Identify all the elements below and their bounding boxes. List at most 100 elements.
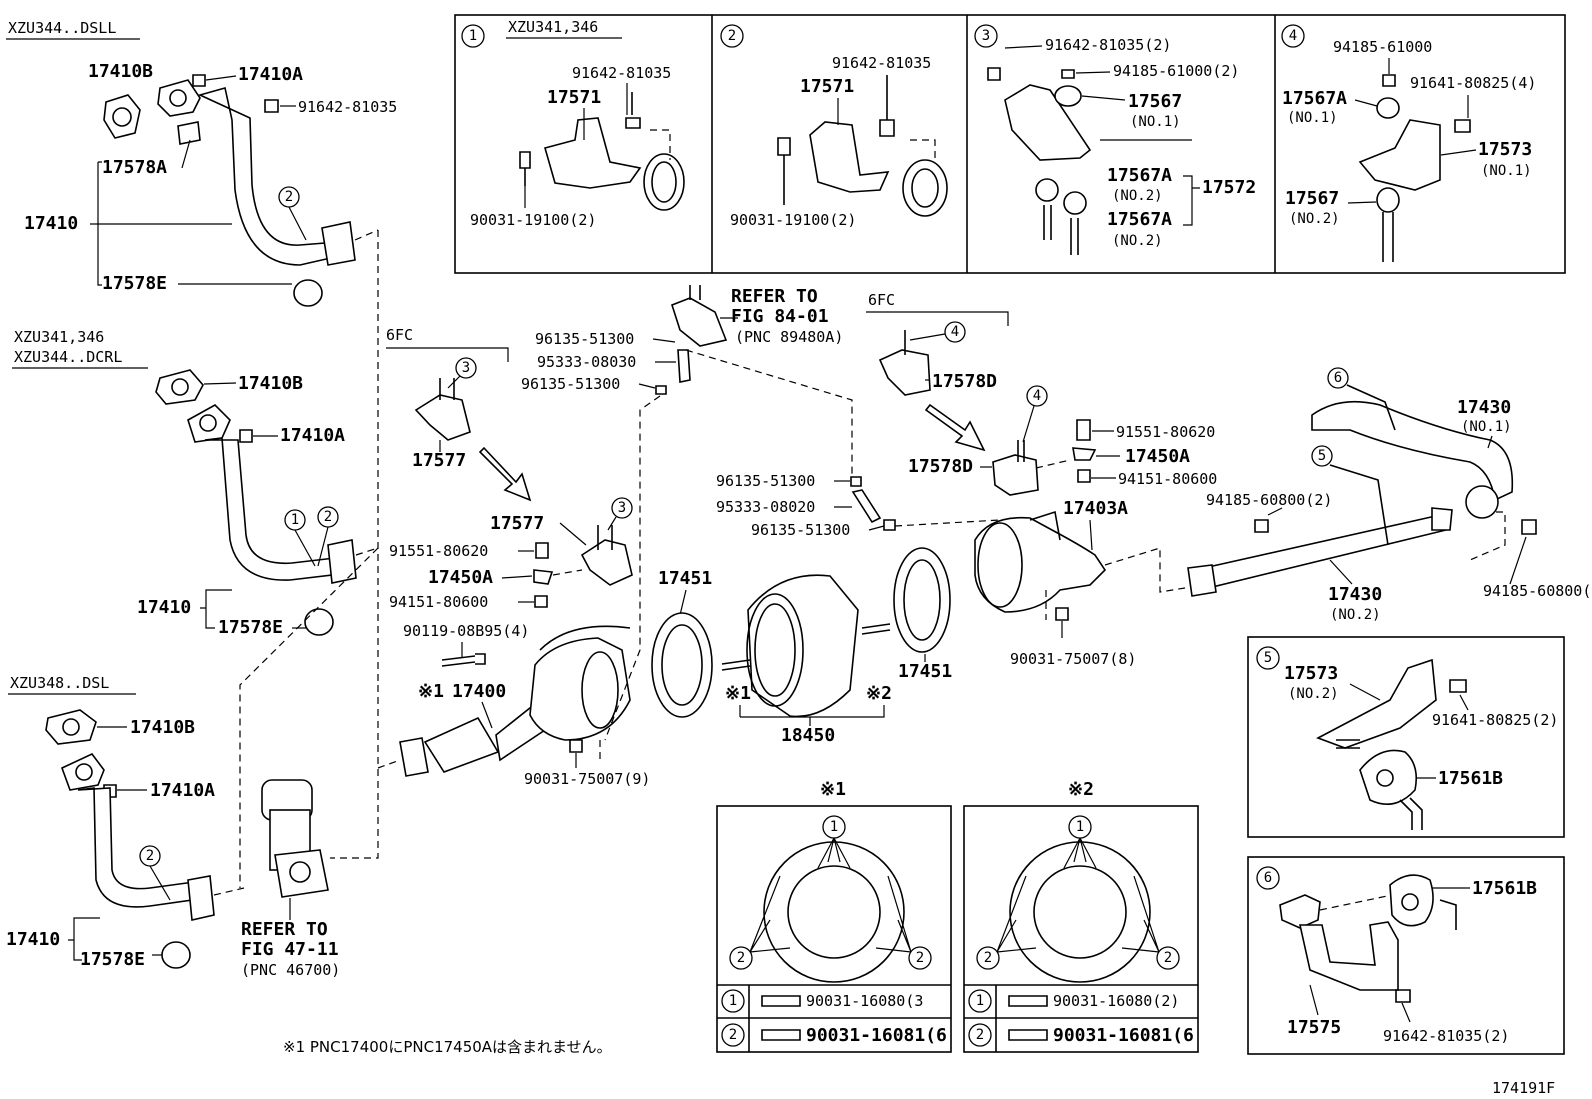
part-number: 18450 xyxy=(781,725,835,746)
part-number: 95333-08020 xyxy=(716,498,815,516)
hanger-bracket xyxy=(1299,921,1399,991)
bracket-17578D-area: 6FC 4 17578D 17578D 4 91551-80620 17450A… xyxy=(866,291,1217,668)
tail-pipe-no1 xyxy=(1311,400,1514,502)
pipe-flange xyxy=(187,875,215,921)
bracket xyxy=(809,121,890,193)
part-number: 17571 xyxy=(800,76,854,97)
front-pipe-variant-3: XZU348..DSL 17410B 17410A 2 17410 17578E xyxy=(6,674,245,970)
part-number: 90031-19100(2) xyxy=(730,211,856,229)
note: (NO.1) xyxy=(1130,114,1181,130)
rubber-hanger xyxy=(1389,874,1434,927)
ref-mark: ※1 xyxy=(820,779,846,800)
callout-3: 3 xyxy=(462,360,470,376)
connector-line xyxy=(330,685,379,859)
tail-pipe-17430: 94185-60800(2) 17430 (NO.2) 5 6 17430 (N… xyxy=(1187,367,1592,623)
rubber-hanger xyxy=(1359,749,1418,806)
note: FIG 84-01 xyxy=(731,306,829,327)
part-number: 96135-51300 xyxy=(716,472,815,490)
part-number: 17567A xyxy=(1107,209,1172,230)
detail-frame-top xyxy=(454,14,1566,274)
note: (PNC 46700) xyxy=(241,961,340,979)
tail-pipe-no2 xyxy=(1194,514,1448,591)
catalytic-converter-17400: ※1 17400 90031-75007(9) xyxy=(377,625,650,788)
gasket xyxy=(103,94,141,139)
note: (NO.1) xyxy=(1461,419,1512,435)
detail-box-6: 6 17561B 91642-81035(2) 17575 xyxy=(1247,856,1565,1055)
part-number: 17561B xyxy=(1472,878,1537,899)
callout-3: 3 xyxy=(618,500,626,516)
callout-1: 1 xyxy=(729,993,737,1009)
part-number: 94185-61000 xyxy=(1333,38,1432,56)
part-number: 90031-75007(8) xyxy=(1010,650,1136,668)
part-number: 17571 xyxy=(547,87,601,108)
part-number: 90031-16080(3 xyxy=(806,992,923,1010)
part-number: 17450A xyxy=(428,567,493,588)
note: (NO.2) xyxy=(1289,211,1340,227)
note: (NO.2) xyxy=(1112,188,1163,204)
callout-2: 2 xyxy=(737,950,745,966)
callout-2: 2 xyxy=(285,189,293,205)
clamp xyxy=(293,279,323,307)
part-number: 17567A xyxy=(1282,88,1347,109)
callout-1: 1 xyxy=(1076,819,1084,835)
part-number: 17403A xyxy=(1063,498,1128,519)
part-number: 94151-80600 xyxy=(1118,470,1217,488)
part-number: 90031-75007(9) xyxy=(524,770,650,788)
part-number: 17430 xyxy=(1328,584,1382,605)
rubber-mount xyxy=(1054,85,1082,107)
part-number: 90031-19100(2) xyxy=(470,211,596,229)
detail-box-1: 1 XZU341,346 91642-81035 17571 90031-191… xyxy=(461,18,685,229)
converter-body xyxy=(423,716,500,773)
detail-box-5: 5 17573 (NO.2) 91641-80825(2) 17561B xyxy=(1247,636,1565,838)
part-number: 17573 xyxy=(1284,663,1338,684)
part-number: 94185-60800(2) xyxy=(1206,491,1332,509)
tail-muffler xyxy=(974,516,1107,613)
part-number: 90031-16080(2) xyxy=(1053,992,1179,1010)
part-number: 17410A xyxy=(150,780,215,801)
part-number: 17577 xyxy=(412,450,466,471)
arrow-indicator xyxy=(924,403,986,452)
note: (NO.2) xyxy=(1330,607,1381,623)
ref-mark: ※2 xyxy=(1068,779,1094,800)
detail-box-3: 3 91642-81035(2) 94185-61000(2) 17567 (N… xyxy=(974,24,1256,255)
part-number: 94185-61000(2) xyxy=(1113,62,1239,80)
pressure-hose-group: REFER TO FIG 84-01 (PNC 89480A) 96135-51… xyxy=(521,285,1001,741)
callout-1: 1 xyxy=(830,819,838,835)
pipe-flange xyxy=(321,221,356,266)
callout-5: 5 xyxy=(1264,650,1272,666)
note: FIG 47-11 xyxy=(241,939,339,960)
part-number: 96135-51300 xyxy=(521,375,620,393)
part-number: 91642-81035(2) xyxy=(1383,1027,1509,1045)
callout-2: 2 xyxy=(146,848,154,864)
part-number: 17578E xyxy=(218,617,283,638)
part-number: 17578D xyxy=(908,456,973,477)
tag-6fc: 6FC xyxy=(386,326,413,344)
part-number: 17410B xyxy=(238,373,303,394)
part-number: 17410 xyxy=(137,597,191,618)
note: (NO.1) xyxy=(1287,110,1338,126)
ref-mark: ※1 xyxy=(418,681,444,702)
note: (NO.2) xyxy=(1112,233,1163,249)
variant-label: XZU341,346 xyxy=(14,328,104,346)
clamp xyxy=(304,608,334,636)
pipe xyxy=(77,787,195,908)
part-number: 17567A xyxy=(1107,165,1172,186)
note: (NO.1) xyxy=(1481,163,1532,179)
front-pipe-variant-1: XZU344..DSLL 17410B 17410A 91642-81035 1… xyxy=(6,19,397,307)
part-number: 90031-16081(6 xyxy=(1053,1025,1194,1046)
part-number: 17567 xyxy=(1285,188,1339,209)
pipe-flange xyxy=(327,539,357,584)
gasket-ring xyxy=(893,547,951,653)
callout-4: 4 xyxy=(1033,388,1041,404)
callout-5: 5 xyxy=(1318,448,1326,464)
callout-6: 6 xyxy=(1264,870,1272,886)
part-number: 95333-08030 xyxy=(537,353,636,371)
flange-detail-2: ※2 1 2 2 1 90031-16080(2) 2 90031-16081(… xyxy=(963,779,1199,1053)
callout-3: 3 xyxy=(982,28,990,44)
callout-2: 2 xyxy=(976,1027,984,1043)
part-number: 17410B xyxy=(88,61,153,82)
gasket-and-middle-body: 17451 ※1 ※2 18450 17451 xyxy=(651,547,952,746)
part-number: 17430 xyxy=(1457,397,1511,418)
part-number: 17578E xyxy=(80,949,145,970)
part-number: 17577 xyxy=(490,513,544,534)
